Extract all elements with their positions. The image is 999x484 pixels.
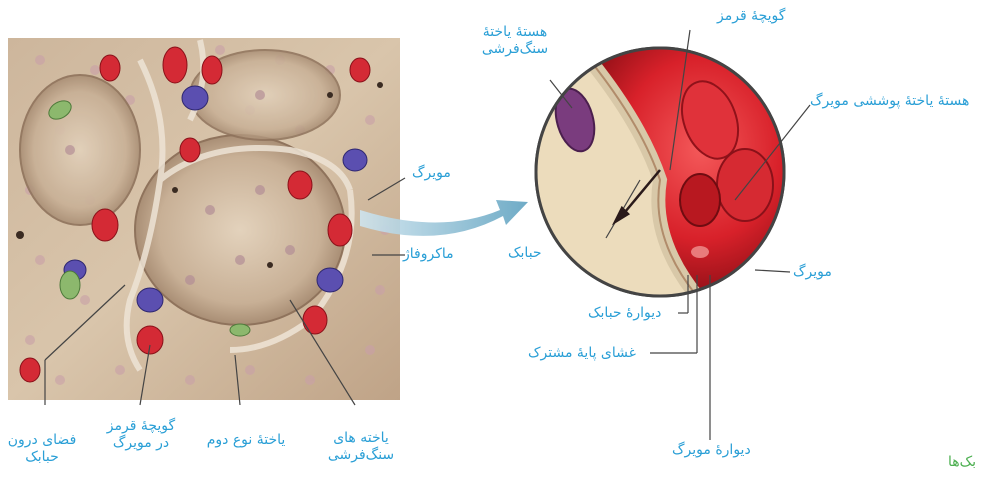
magnified-view (536, 48, 800, 300)
label-type2-cell: یاختهٔ نوع دوم (198, 432, 294, 449)
label-alveolar-space: فضای درون حبابک (0, 432, 84, 466)
label-capillary: مویرگ (412, 165, 451, 182)
alveolar-tissue-illustration (8, 38, 400, 400)
label-capillary-right: مویرگ (793, 264, 832, 281)
label-alveolus: حبابک (508, 245, 542, 262)
label-basement-membrane: غشای پایهٔ مشترک (528, 345, 636, 362)
cut-off-caption: بک‌ها (948, 454, 976, 471)
label-rbc-in-capillary: گویچهٔ قرمز در مویرگ (98, 418, 184, 452)
label-capillary-wall: دیوارهٔ مویرگ (672, 442, 751, 459)
label-red-blood-cell: گویچهٔ قرمز (717, 8, 785, 25)
label-macrophage: ماکروفاژ (403, 246, 454, 263)
label-squamous-cells: یاخته های سنگ‌فرشی (326, 430, 396, 464)
label-alveolar-wall: دیوارهٔ حبابک (588, 305, 661, 322)
label-squamous-nucleus: هستهٔ یاختهٔ سنگ‌فرشی (470, 24, 560, 58)
label-endothelial-nucleus: هستهٔ یاختهٔ پوششی مویرگ (810, 93, 969, 110)
